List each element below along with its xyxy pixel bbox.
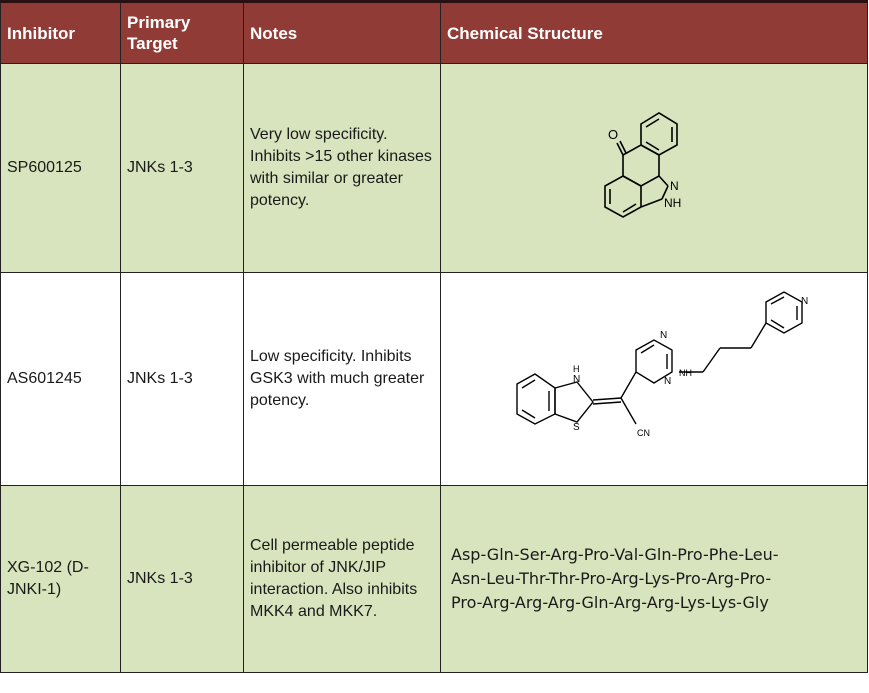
amine-nh-label: NH bbox=[679, 368, 692, 378]
cell-inhibitor: AS601245 bbox=[0, 272, 121, 486]
cell-notes: Cell permeable peptide inhibitor of JNK/… bbox=[243, 485, 441, 673]
pyrimidine-n2-label: N bbox=[664, 376, 671, 387]
cell-notes: Very low specificity. Inhibits >15 other… bbox=[243, 63, 441, 273]
sequence-line: Asn-Leu-Thr-Thr-Pro-Arg-Lys-Pro-Arg-Pro- bbox=[451, 569, 772, 588]
header-row: Inhibitor Primary Target Notes Chemical … bbox=[0, 0, 868, 64]
as601245-structure-image: N N N NH H N S CN bbox=[516, 291, 808, 438]
inhibitor-table: Inhibitor Primary Target Notes Chemical … bbox=[0, 0, 868, 673]
cell-notes: Low specificity. Inhibits GSK3 with much… bbox=[243, 272, 441, 486]
nitrile-label: CN bbox=[637, 428, 650, 438]
cell-target: JNKs 1-3 bbox=[120, 63, 244, 273]
cell-inhibitor: SP600125 bbox=[0, 63, 121, 273]
cell-inhibitor: XG-102 (D-JNKI-1) bbox=[0, 485, 121, 673]
cell-structure: N N N NH H N S CN bbox=[440, 272, 868, 486]
oxygen-label: O bbox=[608, 127, 618, 142]
table-row: SP600125 JNKs 1-3 Very low specificity. … bbox=[0, 63, 868, 273]
thiazole-h-label: H bbox=[573, 364, 580, 374]
sequence-line: Pro-Arg-Arg-Arg-Gln-Arg-Arg-Lys-Lys-Gly bbox=[451, 593, 769, 612]
header-chemical-structure: Chemical Structure bbox=[440, 0, 868, 64]
pyridine-n-label: N bbox=[801, 296, 808, 307]
cell-structure: O N NH bbox=[440, 63, 868, 273]
nh-label: NH bbox=[664, 196, 681, 210]
pyrimidine-n1-label: N bbox=[660, 330, 667, 341]
thiazole-n-label: N bbox=[573, 374, 580, 385]
table-row: AS601245 JNKs 1-3 Low specificity. Inhib… bbox=[0, 272, 868, 486]
nitrogen-label: N bbox=[670, 179, 679, 193]
cell-peptide-sequence: Asp-Gln-Ser-Arg-Pro-Val-Gln-Pro-Phe-Leu-… bbox=[440, 485, 868, 673]
sequence-line: Asp-Gln-Ser-Arg-Pro-Val-Gln-Pro-Phe-Leu- bbox=[451, 545, 779, 564]
header-primary-target: Primary Target bbox=[120, 0, 244, 64]
sulfur-label: S bbox=[573, 422, 580, 433]
cell-target: JNKs 1-3 bbox=[120, 272, 244, 486]
table-row: XG-102 (D-JNKI-1) JNKs 1-3 Cell permeabl… bbox=[0, 485, 868, 673]
header-inhibitor: Inhibitor bbox=[0, 0, 121, 64]
sp600125-structure-image: O N NH bbox=[604, 112, 681, 218]
cell-target: JNKs 1-3 bbox=[120, 485, 244, 673]
header-notes: Notes bbox=[243, 0, 441, 64]
